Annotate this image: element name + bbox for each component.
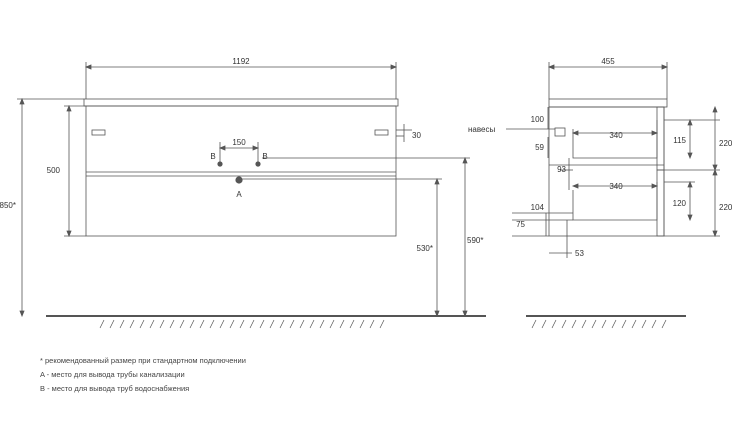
supply-pipe-b-right-marker <box>255 161 261 167</box>
dim-53: 53 <box>575 249 584 258</box>
notes-block: * рекомендованный размер при стандартном… <box>40 354 246 396</box>
left-hinge-mark <box>91 129 106 136</box>
side-bottom-front-panel <box>656 169 665 237</box>
side-cabinet-body <box>548 106 665 237</box>
dim-220-bottom: 220 <box>719 203 733 212</box>
dim-width-1192: 1192 <box>232 57 250 66</box>
dim-depth-455: 455 <box>601 57 615 66</box>
dim-75: 75 <box>516 220 525 229</box>
right-hinge-mark <box>374 129 389 136</box>
note-drain-pipe: A - место для вывода трубы канализации <box>40 370 185 379</box>
dim-104: 104 <box>531 203 545 212</box>
label-b-left: B <box>210 152 215 161</box>
front-floor-hatch <box>99 319 385 329</box>
label-b-right: B <box>262 152 267 161</box>
dim-supply-height-590: 590* <box>467 236 483 245</box>
dim-340-bottom: 340 <box>609 182 623 191</box>
dim-total-height-850: 850* <box>0 201 16 210</box>
front-countertop <box>83 98 399 107</box>
side-top-front-panel <box>656 106 665 171</box>
supply-pipe-b-left-marker <box>217 161 223 167</box>
dim-height-500: 500 <box>47 166 61 175</box>
side-floor-hatch <box>531 319 667 329</box>
dim-93: 93 <box>557 165 566 174</box>
dim-115: 115 <box>673 136 686 145</box>
side-countertop <box>548 98 668 108</box>
dim-offset-30: 30 <box>412 131 421 140</box>
dim-220-top: 220 <box>719 139 733 148</box>
label-hinges: навесы <box>468 125 495 134</box>
side-hinge-block <box>554 127 566 137</box>
dim-drain-height-530: 530* <box>417 244 433 253</box>
dim-pipe-spacing-150: 150 <box>232 138 246 147</box>
drain-pipe-a-marker <box>235 176 243 184</box>
front-cabinet-body <box>85 105 397 237</box>
dim-340-top: 340 <box>609 131 623 140</box>
dim-100: 100 <box>531 115 545 124</box>
note-recommended-size: * рекомендованный размер при стандартном… <box>40 356 246 365</box>
label-a: A <box>236 190 242 199</box>
dim-59: 59 <box>535 143 544 152</box>
note-supply-pipes: B - место для вывода труб водоснабжения <box>40 384 190 393</box>
dim-120: 120 <box>673 199 687 208</box>
